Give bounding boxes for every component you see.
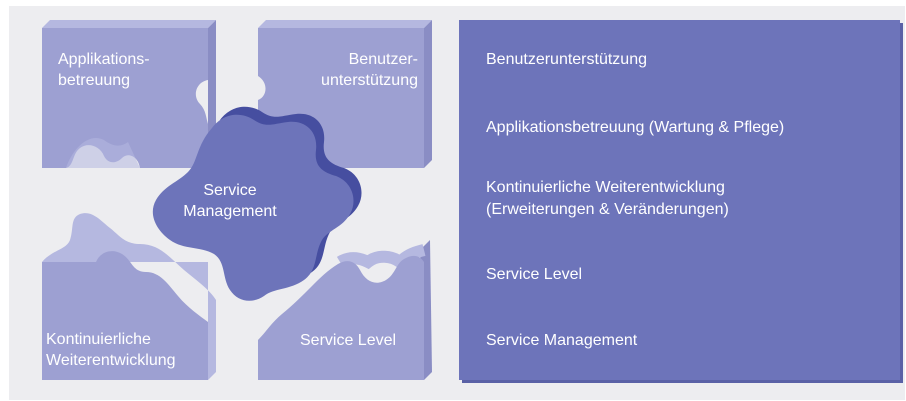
info-item-line: (Erweiterungen & Veränderungen) [486, 201, 729, 218]
info-item-kontinuierliche-weiterentwicklung: Kontinuierliche Weiterentwicklung (Erwei… [486, 177, 729, 221]
piece-label-service-management: Service Management [168, 180, 292, 222]
piece-label-line: Service Level [300, 332, 397, 349]
piece-label-line: Applikations- [58, 51, 150, 68]
piece-label-service-level: Service Level [300, 330, 396, 351]
piece-label-benutzerunterstuetzung: Benutzer- unterstützung [300, 49, 418, 91]
piece-label-line: Service [203, 182, 257, 199]
puzzle-piece-kontinuierliche-weiterentwicklung [42, 213, 216, 380]
info-item-applikationsbetreuung: Applikationsbetreuung (Wartung & Pflege) [486, 119, 785, 136]
piece-label-kontinuierliche-weiterentwicklung: Kontinuierliche Weiterentwicklung [46, 329, 176, 371]
piece-label-line: Kontinuierliche [46, 331, 151, 348]
piece-label-applikationsbetreuung: Applikations- betreuung [58, 49, 150, 91]
piece-label-line: unterstützung [321, 72, 418, 89]
piece-label-line: Weiterentwicklung [46, 352, 176, 369]
info-box: Benutzerunterstützung Applikationsbetreu… [459, 20, 900, 380]
puzzle-piece-applikationsbetreuung [42, 20, 216, 168]
piece-label-line: Management [183, 203, 277, 220]
info-item-service-management: Service Management [486, 332, 638, 349]
piece-label-line: Benutzer- [348, 51, 418, 68]
info-item-benutzerunterstuetzung: Benutzerunterstützung [486, 51, 647, 68]
puzzle-piece-service-level [258, 240, 432, 380]
piece-label-line: betreuung [58, 72, 131, 89]
info-item-line: Kontinuierliche Weiterentwicklung [486, 179, 725, 196]
puzzle-piece-service-management [152, 106, 362, 301]
info-item-service-level: Service Level [486, 266, 583, 283]
